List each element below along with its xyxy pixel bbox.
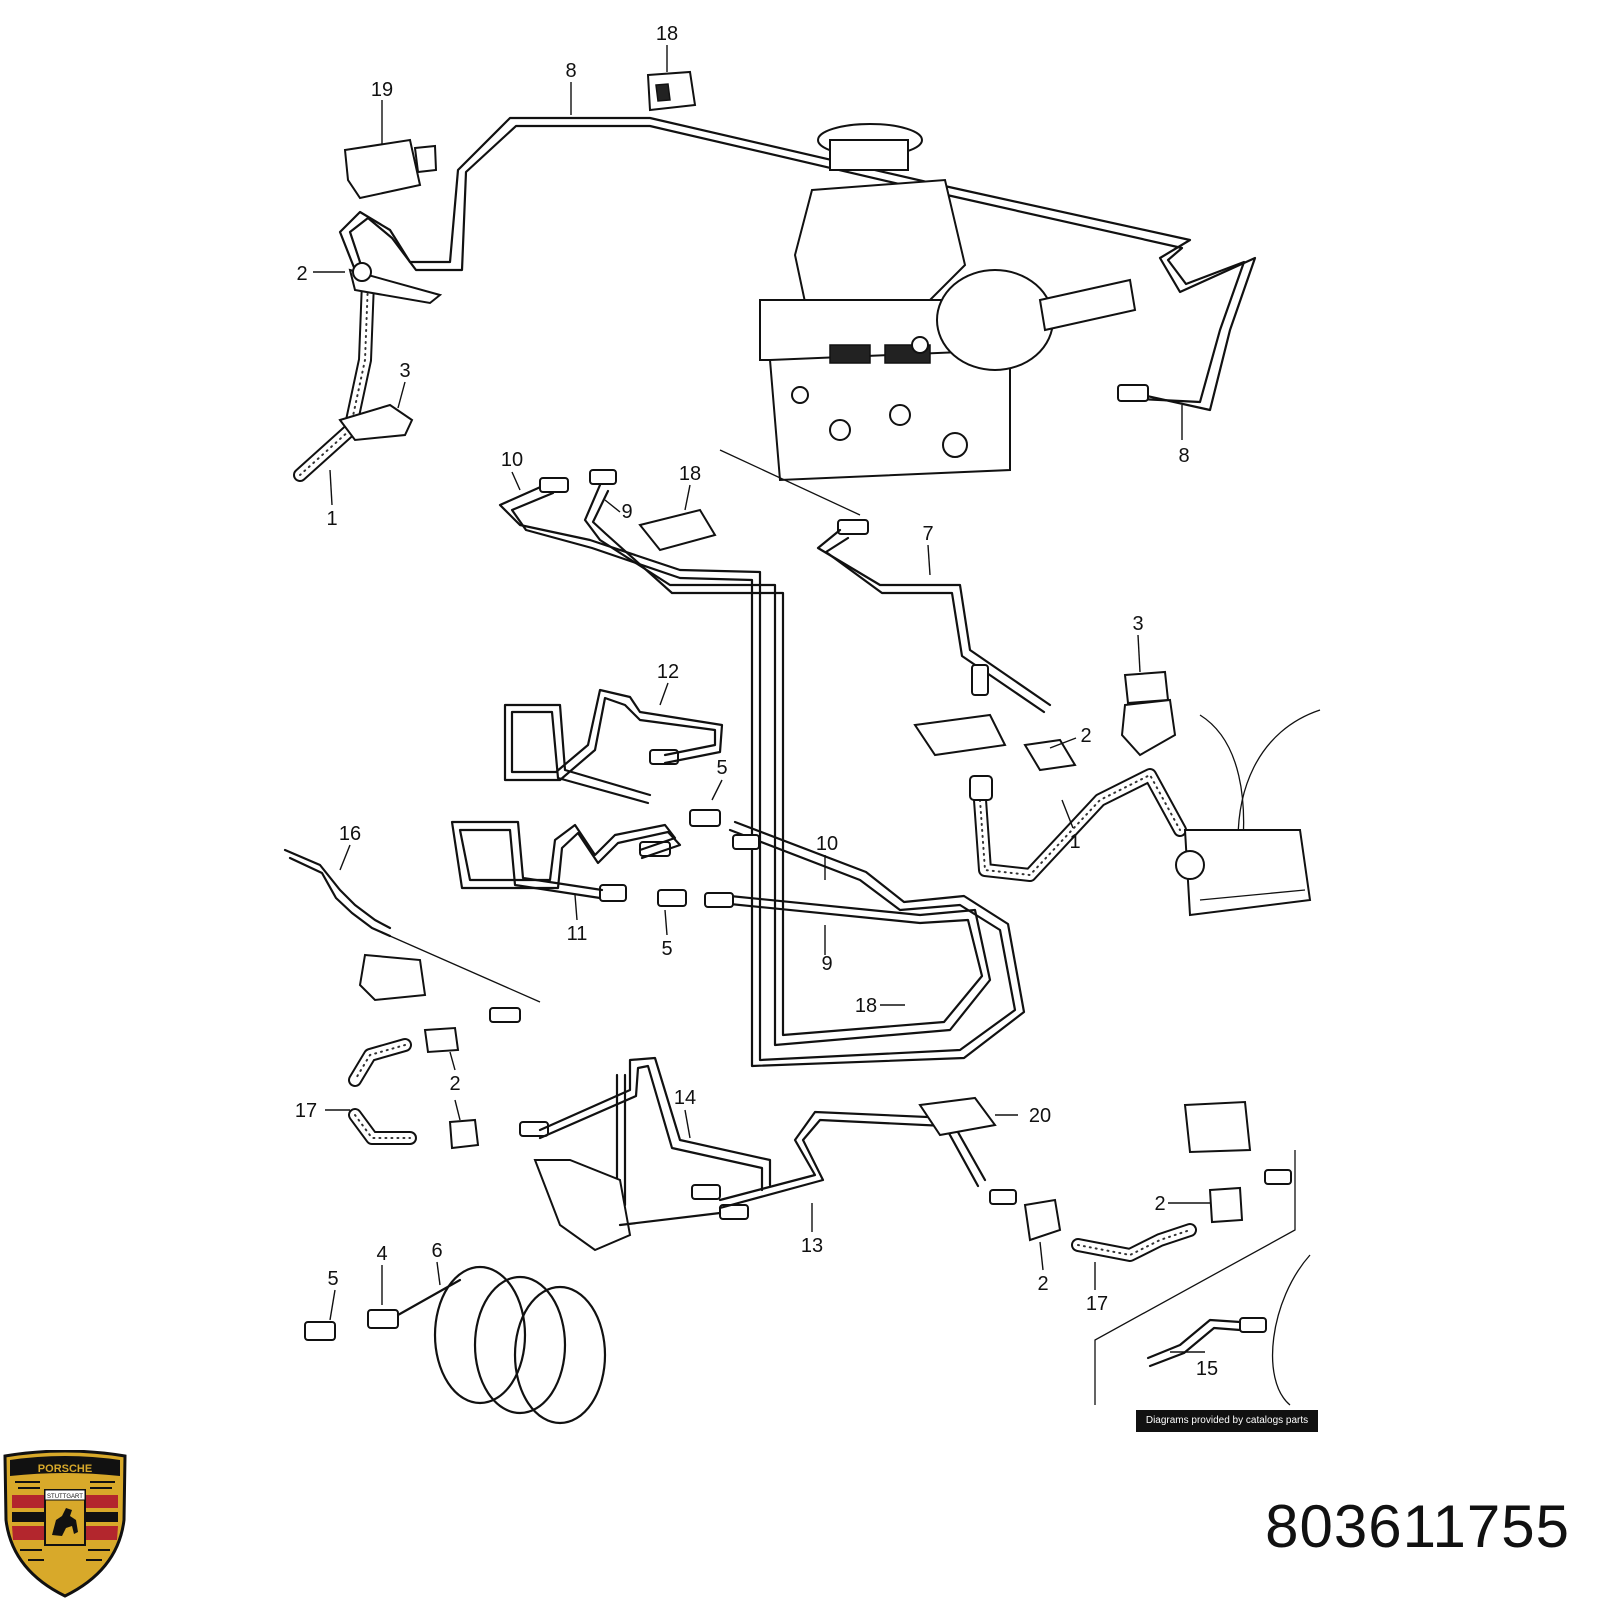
callout-20: 20 [1029, 1105, 1051, 1127]
crest-black-stripe-right [85, 1512, 118, 1522]
callout-2-left: 2 [296, 263, 307, 285]
brake-line-14 [533, 1056, 772, 1252]
brake-line-16 [283, 848, 541, 1003]
brake-line-13 [618, 1110, 987, 1227]
callout-5-bottom: 5 [327, 1268, 338, 1290]
callout-7: 7 [922, 523, 933, 545]
crest-antlers-tr [90, 1481, 115, 1489]
callout-8-right: 8 [1178, 445, 1189, 467]
crest-city-banner [44, 1489, 86, 1501]
leader-lines [313, 45, 1210, 1353]
brake-lines-9-10 [498, 483, 1026, 1068]
crest-city-text: STUTTGART [47, 1494, 83, 1500]
crest-red-stripe-right-2 [85, 1526, 118, 1540]
crest-banner [10, 1456, 120, 1476]
crest-antlers-br [86, 1549, 110, 1561]
brake-hose-17-right [1023, 1100, 1296, 1405]
callout-5-upper: 5 [716, 757, 727, 779]
crest-antlers-bl [20, 1549, 44, 1561]
callout-15: 15 [1196, 1358, 1218, 1380]
caliper-right [1175, 709, 1321, 917]
callout-17-right: 17 [1086, 1293, 1108, 1315]
callout-10-top: 10 [501, 449, 523, 471]
callout-18-middle: 18 [679, 463, 701, 485]
callout-11: 11 [567, 923, 588, 945]
callout-2-right-lower: 2 [1154, 1193, 1165, 1215]
callout-2-bottom: 2 [1037, 1273, 1048, 1295]
callout-3-left: 3 [399, 360, 410, 382]
clip-18-middle [638, 508, 717, 552]
callout-2-left-lower: 2 [449, 1073, 460, 1095]
callout-6: 6 [431, 1240, 442, 1262]
callout-2-right-upper: 2 [1080, 725, 1091, 747]
callout-9-middle: 9 [821, 953, 832, 975]
callout-3-right: 3 [1132, 613, 1143, 635]
brake-line-15 [1146, 1254, 1311, 1406]
callout-5-middle: 5 [661, 938, 672, 960]
brake-hose-1-left [293, 262, 443, 482]
bracket-19 [343, 138, 438, 200]
brake-hose-17-left [348, 953, 480, 1150]
callout-17-left: 17 [295, 1100, 317, 1122]
brake-line-8-top [338, 116, 1257, 412]
callout-4: 4 [376, 1243, 387, 1265]
callout-18-top: 18 [656, 23, 678, 45]
fittings [304, 384, 1292, 1341]
crest-red-stripe-left-2 [12, 1526, 45, 1540]
clip-20 [918, 1096, 997, 1137]
clip-18-top [646, 70, 697, 112]
crest-red-stripe-left-1 [12, 1495, 45, 1508]
callout-13: 13 [801, 1235, 823, 1257]
crest-antlers-tl [15, 1481, 40, 1489]
callout-8-top: 8 [565, 60, 576, 82]
porsche-crest-logo: PORSCHE STUTTGART [3, 1450, 127, 1598]
crest-red-stripe-right-1 [85, 1495, 118, 1508]
horse-icon [52, 1508, 78, 1536]
master-cylinder-unit [719, 123, 1137, 516]
crest-brand-text: PORSCHE [38, 1463, 92, 1475]
diagram-credit: Diagrams provided by catalogs parts [1136, 1410, 1318, 1432]
brake-line-7 [816, 528, 1052, 714]
crest-black-stripe-left [12, 1512, 45, 1522]
callout-19: 19 [371, 79, 393, 101]
callout-10-middle: 10 [816, 833, 838, 855]
callout-1-left: 1 [326, 508, 337, 530]
brake-hose-1-right [969, 768, 1187, 882]
coiled-tube-6 [396, 1265, 607, 1425]
callout-1-right: 1 [1069, 831, 1080, 853]
plate-and-clip-right [913, 713, 1077, 772]
callout-labels: 18 19 8 2 3 1 8 10 18 9 7 3 12 2 5 1 16 … [295, 23, 1218, 1380]
callout-18-bottom: 18 [855, 995, 877, 1017]
callout-12: 12 [657, 661, 679, 683]
callout-16: 16 [339, 823, 361, 845]
part-number: 803611755 [1265, 1493, 1570, 1560]
bracket-3-right [1120, 670, 1177, 757]
callout-9-top: 9 [621, 501, 632, 523]
callout-14: 14 [674, 1087, 696, 1109]
brake-lines-11-12 [450, 688, 724, 900]
